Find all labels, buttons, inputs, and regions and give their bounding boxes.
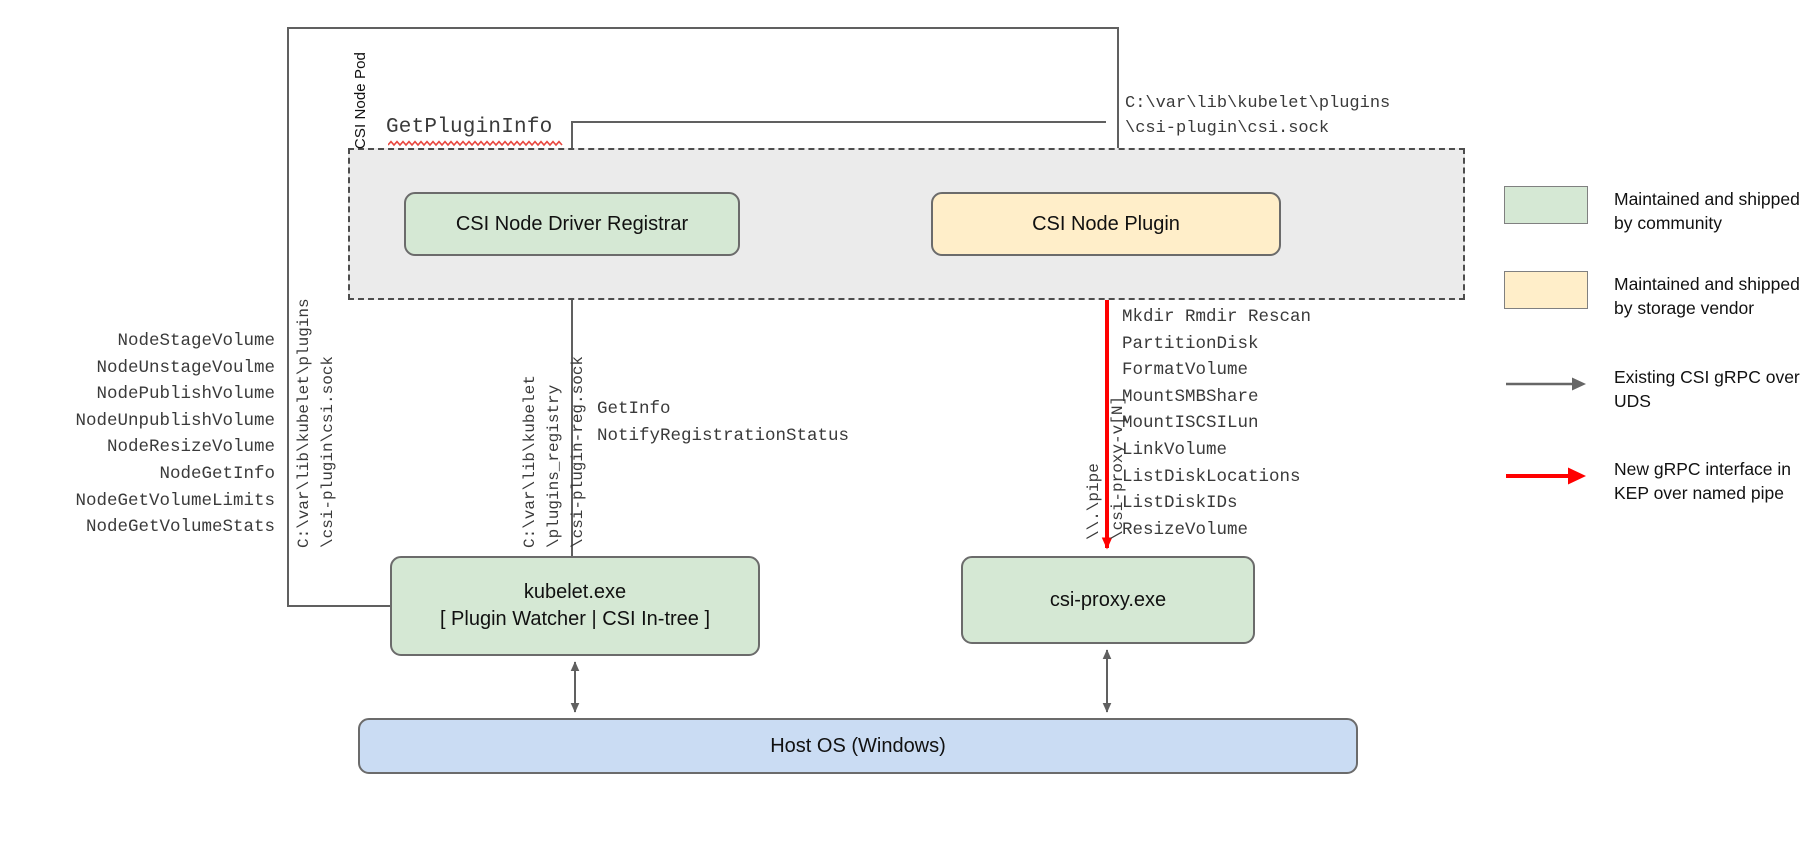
spellcheck-squiggle-icon: [388, 140, 563, 147]
host-os-label: Host OS (Windows): [770, 734, 946, 757]
legend-item-community: Maintained and shipped by community: [1504, 186, 1804, 235]
csi-proxy-exe-label: csi-proxy.exe: [1049, 588, 1167, 611]
legend-item-storage-vendor: Maintained and shipped by storage vendor: [1504, 271, 1804, 320]
node-box-kubelet-exe[interactable]: kubelet.exe [ Plugin Watcher | CSI In-tr…: [390, 556, 760, 656]
csi-node-pod-label: CSI Node Pod: [352, 52, 369, 150]
legend: Maintained and shipped by community Main…: [1504, 186, 1804, 541]
legend-arrow-red-icon: [1504, 457, 1588, 495]
node-box-csi-node-plugin[interactable]: CSI Node Plugin: [931, 192, 1281, 256]
legend-label-storage-vendor: Maintained and shipped by storage vendor: [1614, 274, 1800, 319]
legend-label-new-grpc: New gRPC interface in KEP over named pip…: [1614, 458, 1792, 503]
legend-item-existing-grpc: Existing CSI gRPC over UDS: [1504, 365, 1804, 413]
annotation-named-pipe-path-vertical: \\.\pipe \csi-proxy-v[N]: [1085, 395, 1127, 540]
annotation-get-plugin-info: GetPluginInfo: [386, 116, 553, 139]
node-box-host-os[interactable]: Host OS (Windows): [358, 718, 1358, 774]
annotation-csi-sock-path-vertical: C:\var\lib\kubelet\plugins \csi-plugin\c…: [295, 298, 337, 548]
legend-label-community: Maintained and shipped by community: [1614, 189, 1800, 234]
node-box-csi-proxy-exe[interactable]: csi-proxy.exe: [961, 556, 1255, 644]
annotation-csi-proxy-rpcs: Mkdir Rmdir Rescan PartitionDisk FormatV…: [1122, 307, 1312, 540]
csi-node-plugin-label: CSI Node Plugin: [1032, 212, 1180, 235]
annotation-plugin-socket-path: C:\var\lib\kubelet\plugins \csi-plugin\c…: [1125, 94, 1391, 138]
legend-swatch-green: [1504, 186, 1588, 224]
kubelet-exe-sublabel: [ Plugin Watcher | CSI In-tree ]: [439, 608, 711, 630]
node-box-csi-node-driver-registrar[interactable]: CSI Node Driver Registrar: [404, 192, 740, 256]
legend-swatch-yellow: [1504, 271, 1588, 310]
legend-label-existing-grpc: Existing CSI gRPC over UDS: [1614, 366, 1800, 411]
kubelet-exe-label: kubelet.exe: [523, 581, 627, 603]
legend-item-new-grpc: New gRPC interface in KEP over named pip…: [1504, 457, 1804, 505]
legend-arrow-gray-icon: [1504, 365, 1588, 403]
annotation-node-service-rpcs: NodeStageVolume NodeUnstageVoulme NodePu…: [75, 331, 275, 538]
annotation-registration-rpcs: GetInfo NotifyRegistrationStatus: [597, 399, 850, 446]
csi-node-driver-registrar-label: CSI Node Driver Registrar: [455, 212, 689, 235]
annotation-registry-sock-path-vertical: C:\var\lib\kubelet \plugins_registry \cs…: [521, 355, 587, 548]
wire-kubelet-to-plugin: [287, 27, 1123, 607]
